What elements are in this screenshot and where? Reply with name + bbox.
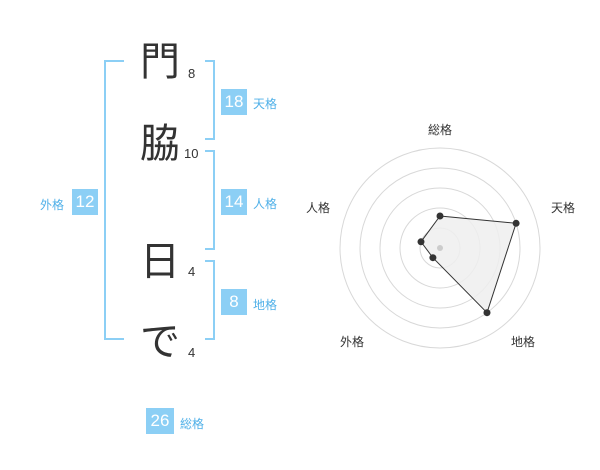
stroke-count-2: 10 bbox=[184, 146, 199, 161]
tenkaku-label: 天格 bbox=[253, 97, 278, 111]
radar-axis-label-gaikaku: 外格 bbox=[340, 334, 364, 349]
radar-center-dot bbox=[437, 245, 443, 251]
stroke-count-1: 8 bbox=[188, 66, 196, 81]
stroke-count-3: 4 bbox=[188, 264, 196, 279]
soukaku-value: 26 bbox=[146, 408, 174, 434]
chikaku-value: 8 bbox=[221, 289, 247, 315]
radar-axis-label-tenkaku: 天格 bbox=[551, 200, 575, 215]
radar-grid bbox=[339, 147, 541, 349]
gaikaku-value: 12 bbox=[72, 189, 98, 215]
radar-axis-label-chikaku: 地格 bbox=[511, 334, 535, 349]
soukaku-label: 総格 bbox=[180, 417, 205, 431]
radar-point-gaikaku bbox=[429, 254, 437, 262]
tenkaku-value: 18 bbox=[221, 89, 247, 115]
name-char-4: で bbox=[140, 319, 180, 365]
name-char-1: 門 bbox=[140, 39, 180, 85]
radar-axis-label-jinkaku: 人格 bbox=[306, 200, 330, 215]
radar-axis-label-soukaku: 総格 bbox=[428, 122, 452, 137]
jinkaku-label: 人格 bbox=[253, 197, 278, 211]
radar-point-jinkaku bbox=[417, 238, 425, 246]
name-char-3: 日 bbox=[140, 239, 180, 285]
radar-point-tenkaku bbox=[512, 219, 520, 227]
radar-point-soukaku bbox=[436, 212, 444, 220]
jinkaku-value: 14 bbox=[221, 189, 247, 215]
name-char-2: 脇 bbox=[140, 121, 180, 167]
chikaku-label: 地格 bbox=[253, 298, 278, 312]
radar-point-chikaku bbox=[483, 309, 491, 317]
gaikaku-label: 外格 bbox=[40, 198, 65, 212]
stroke-count-4: 4 bbox=[188, 345, 196, 360]
radar-shape bbox=[420, 215, 517, 314]
